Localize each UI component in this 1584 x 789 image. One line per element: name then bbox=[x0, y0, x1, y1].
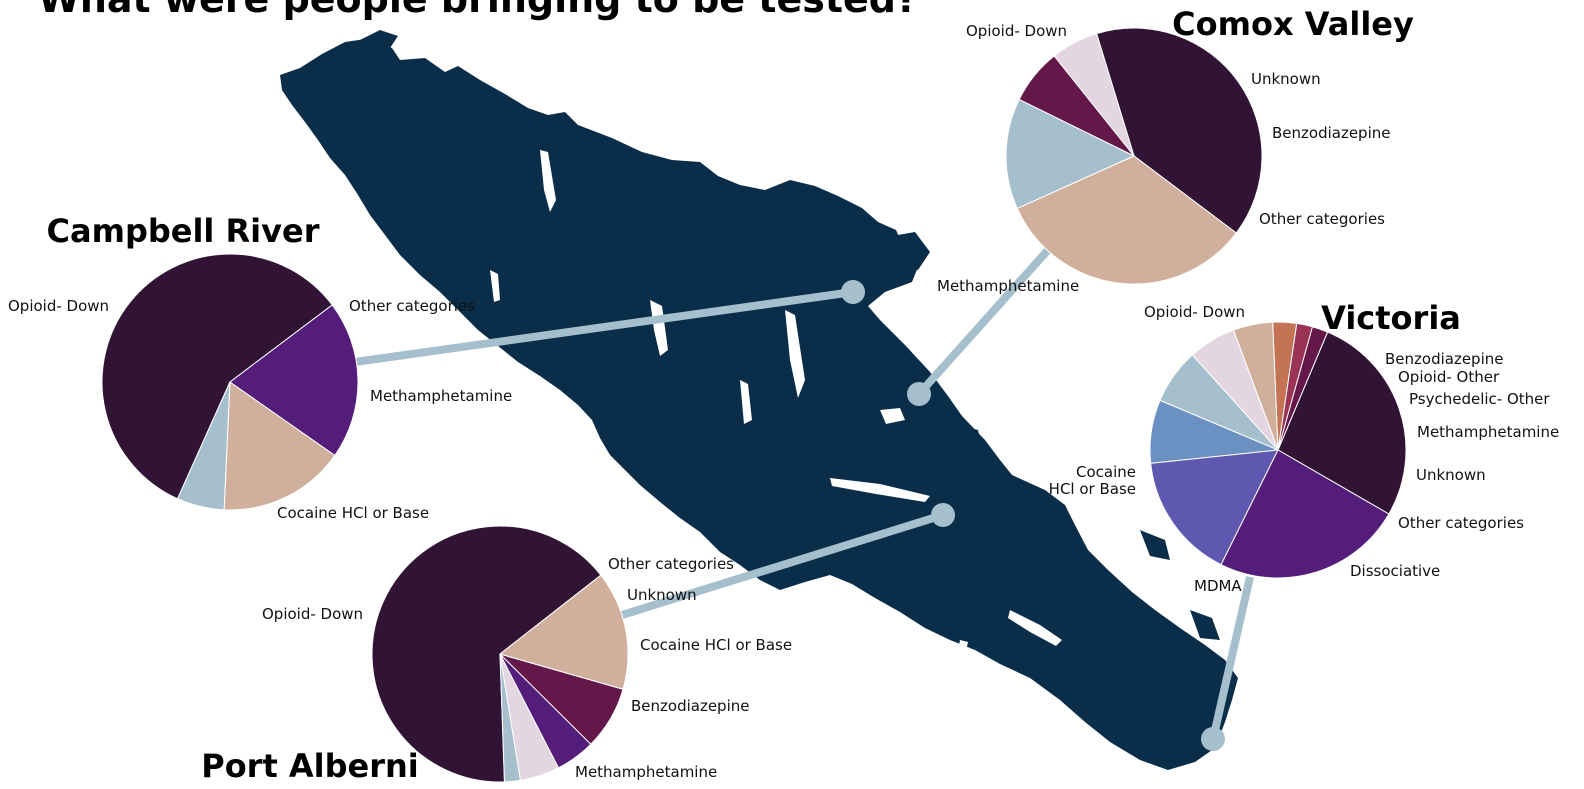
figure-title: What were people bringing to be tested? bbox=[38, 0, 918, 21]
connector-line-comox-valley bbox=[916, 247, 1051, 397]
island-offshore-5 bbox=[1190, 610, 1220, 640]
pie-slice-victoria-mdma bbox=[1150, 449, 1279, 566]
pie-slice-comox-valley-opioid-down bbox=[1095, 27, 1263, 234]
slice-label-campbell-river-cocaine-hcl-or-base: Cocaine HCl or Base bbox=[277, 504, 429, 522]
pie-slice-campbell-river-cocaine-hcl-or-base bbox=[229, 304, 359, 457]
location-marker-victoria bbox=[1201, 727, 1225, 751]
city-title-campbell-river: Campbell River bbox=[47, 212, 320, 250]
connector-line-campbell-river bbox=[354, 288, 854, 366]
slice-label-comox-valley-unknown: Unknown bbox=[1251, 70, 1321, 88]
city-title-port-alberni: Port Alberni bbox=[201, 747, 419, 785]
lake-6 bbox=[490, 270, 500, 302]
pie-slice-comox-valley-other-categories bbox=[1005, 98, 1136, 210]
slice-label-victoria-opioid-down: Opioid- Down bbox=[1144, 303, 1245, 321]
slice-label-comox-valley-benzodiazepine: Benzodiazepine bbox=[1272, 124, 1390, 142]
pie-slice-campbell-river-opioid-down bbox=[101, 253, 333, 500]
lake-8 bbox=[880, 408, 905, 424]
island-offshore-4 bbox=[1140, 530, 1170, 560]
slice-label-victoria-dissociative: Dissociative bbox=[1350, 562, 1440, 580]
connector-line-victoria bbox=[1209, 576, 1254, 740]
island-silhouette bbox=[280, 38, 1238, 770]
lake-2 bbox=[785, 310, 805, 398]
vancouver-island-map bbox=[280, 30, 1238, 770]
city-title-victoria: Victoria bbox=[1321, 299, 1461, 337]
slice-label-campbell-river-methamphetamine: Methamphetamine bbox=[370, 387, 512, 405]
slice-label-port-alberni-benzodiazepine: Benzodiazepine bbox=[631, 697, 749, 715]
slice-label-victoria-unknown: Unknown bbox=[1416, 466, 1486, 484]
island-offshore-2 bbox=[892, 232, 930, 270]
pie-slice-port-alberni-methamphetamine bbox=[498, 574, 629, 690]
lake-3 bbox=[830, 478, 930, 502]
pie-slice-victoria-opioid-down bbox=[1277, 331, 1407, 515]
location-connectors bbox=[354, 247, 1254, 751]
pie-slice-port-alberni-opioid-down bbox=[371, 525, 602, 783]
slice-label-port-alberni-cocaine-hcl-or-base: Cocaine HCl or Base bbox=[640, 636, 792, 654]
connector-line-port-alberni bbox=[620, 511, 945, 619]
lake-4 bbox=[1008, 610, 1062, 646]
pie-slice-victoria-cocaine-hcl-or-base bbox=[1220, 449, 1390, 579]
slice-label-victoria-opioid-other: Opioid- Other bbox=[1398, 368, 1500, 386]
slice-label-port-alberni-methamphetamine: Methamphetamine bbox=[575, 763, 717, 781]
pie-slice-campbell-river-methamphetamine bbox=[223, 381, 336, 511]
slice-label-port-alberni-unknown: Unknown bbox=[627, 586, 697, 604]
location-marker-campbell-river bbox=[841, 280, 865, 304]
slice-label-campbell-river-opioid-down: Opioid- Down bbox=[8, 297, 109, 315]
location-marker-port-alberni bbox=[931, 503, 955, 527]
slice-label-victoria-benzodiazepine: Benzodiazepine bbox=[1385, 350, 1503, 368]
pie-slice-comox-valley-methamphetamine bbox=[1016, 155, 1237, 285]
slice-label-comox-valley-methamphetamine: Methamphetamine bbox=[937, 277, 1079, 295]
slice-label-victoria-methamphetamine: Methamphetamine bbox=[1417, 423, 1559, 441]
location-marker-comox-valley bbox=[907, 382, 931, 406]
lake-7 bbox=[740, 380, 752, 424]
island-offshore-3 bbox=[960, 425, 982, 448]
pie-port-alberni: Opioid- Down Other categoriesUnknownCocai… bbox=[201, 525, 792, 785]
slice-label-victoria-psychedelic-other: Psychedelic- Other bbox=[1409, 390, 1550, 408]
slice-label-comox-valley-opioid-down: Opioid- Down bbox=[966, 22, 1067, 40]
slice-label-port-alberni-opioid-down: Opioid- Down bbox=[262, 605, 363, 623]
slice-label-port-alberni-other-categories: Other categories bbox=[608, 555, 734, 573]
slice-label-comox-valley-other-categories: Other categories bbox=[1259, 210, 1385, 228]
pie-campbell-river: Opioid- Down Other categoriesMethamphetam… bbox=[8, 212, 512, 522]
slice-label-victoria-mdma: MDMA bbox=[1194, 577, 1242, 595]
lake-1 bbox=[540, 150, 556, 212]
slice-label-victoria-other-categories: Other categories bbox=[1398, 514, 1524, 532]
city-title-comox-valley: Comox Valley bbox=[1172, 5, 1414, 43]
island-offshore-1 bbox=[360, 30, 398, 50]
lake-9 bbox=[955, 640, 968, 668]
slice-label-campbell-river-other-categories: Other categories bbox=[349, 297, 475, 315]
lake-5 bbox=[650, 300, 668, 356]
